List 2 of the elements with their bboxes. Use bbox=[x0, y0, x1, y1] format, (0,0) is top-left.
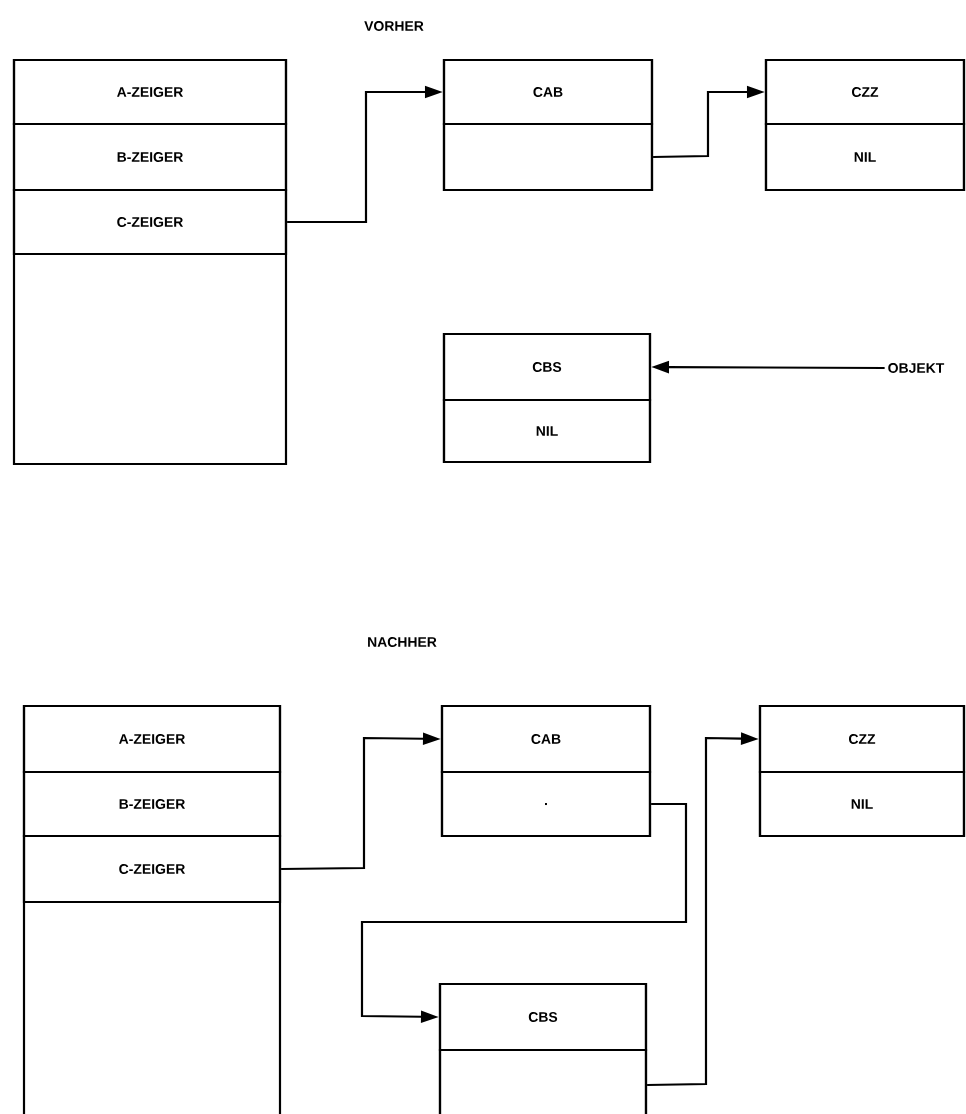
record-cell bbox=[438, 1048, 648, 1114]
record-cell bbox=[442, 122, 654, 192]
